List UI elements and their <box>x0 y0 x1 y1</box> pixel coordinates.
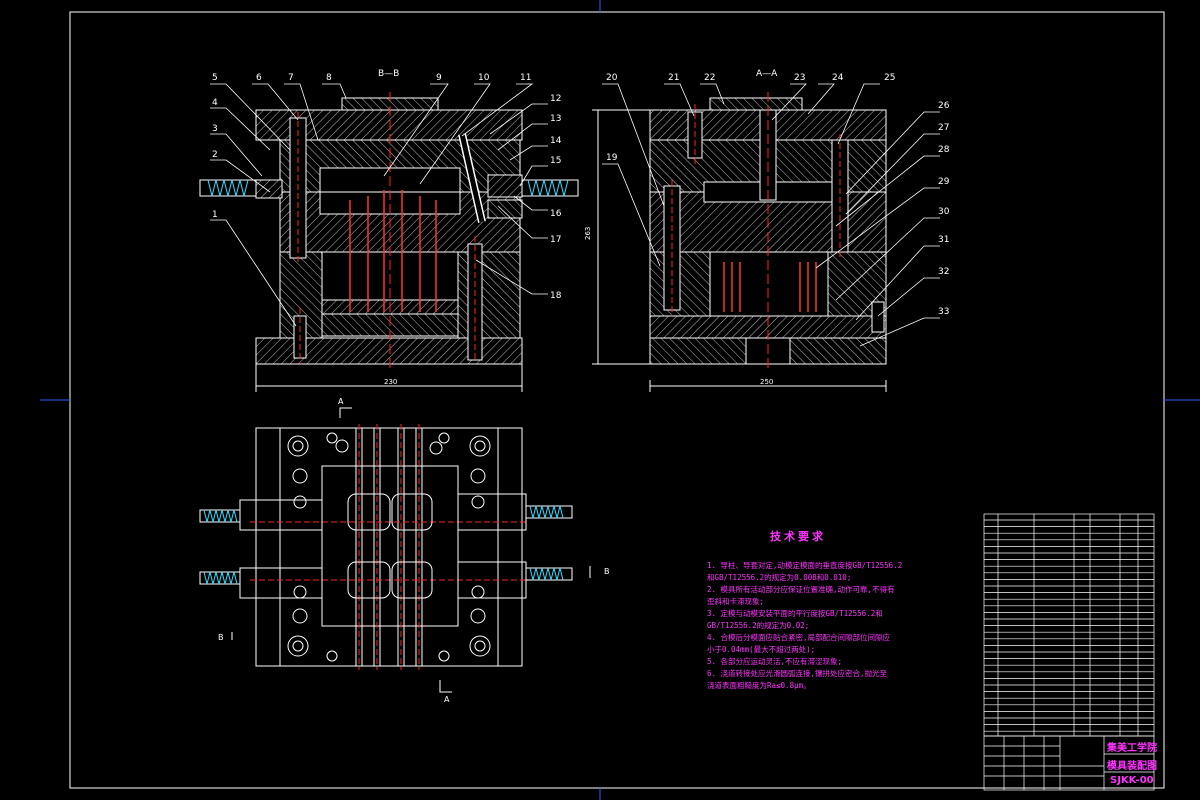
callout-18: 18 <box>550 291 562 301</box>
callout-30: 30 <box>938 207 950 217</box>
section-label-aa: A—A <box>756 69 778 79</box>
callout-23: 23 <box>794 73 805 83</box>
callout-15: 15 <box>550 156 561 166</box>
plan-label-a-bottom: A <box>444 695 450 704</box>
callout-6: 6 <box>256 73 262 83</box>
tech-req-line: 浇道表面粗糙度为Ra≤0.8μm。 <box>707 681 811 690</box>
callout-leaders-right <box>602 83 940 347</box>
callout-numbers: 5 6 7 8 9 10 11 12 13 14 15 16 17 18 4 3… <box>212 69 950 704</box>
plan-label-b-left: B <box>218 633 224 642</box>
callout-14: 14 <box>550 136 562 146</box>
callout-8: 8 <box>326 73 332 83</box>
callout-leaders-left <box>210 83 548 327</box>
callout-9: 9 <box>436 73 442 83</box>
title-block-school: 集美工学院 <box>1107 743 1157 754</box>
tech-req-line: GB/T12556.2的规定为0.02; <box>707 621 810 630</box>
dimension-left-width: 230 <box>384 378 397 386</box>
title-block-drawing-number: SJKK-00 <box>1110 775 1154 786</box>
callout-19: 19 <box>606 153 618 163</box>
section-bb-view <box>199 92 579 392</box>
dimension-right-width: 250 <box>760 378 773 386</box>
callout-2: 2 <box>212 150 218 160</box>
callout-1: 1 <box>212 210 218 220</box>
tech-req-line: 小于0.04mm(最大不超过两处); <box>707 645 816 654</box>
callout-5: 5 <box>212 73 218 83</box>
drawing-frame <box>40 0 1200 800</box>
callout-4: 4 <box>212 98 218 108</box>
callout-10: 10 <box>478 73 490 83</box>
tech-req-line: 3. 定模与动模安装平面的平行度按GB/T12556.2和 <box>707 609 883 618</box>
callout-24: 24 <box>832 73 844 83</box>
callout-21: 21 <box>668 73 679 83</box>
tech-req-line: 歪斜和卡滞现象; <box>707 597 765 606</box>
technical-requirements-list: 1. 导柱、导套对定,动模定模面的垂直度按GB/T12556.2 和GB/T12… <box>707 560 922 692</box>
section-label-bb: B—B <box>378 69 399 79</box>
tech-req-line: 和GB/T12556.2的规定为0.008和0.010; <box>707 573 852 582</box>
callout-16: 16 <box>550 209 562 219</box>
callout-20: 20 <box>606 73 618 83</box>
callout-31: 31 <box>938 235 949 245</box>
tech-req-line: 5. 各部分应运动灵活,不应有滞涩现象; <box>707 657 843 666</box>
callout-27: 27 <box>938 123 949 133</box>
callout-25: 25 <box>884 73 895 83</box>
plan-label-a-top: A <box>338 397 344 406</box>
callout-13: 13 <box>550 114 561 124</box>
plan-view <box>199 407 591 693</box>
parts-list-table <box>983 513 1155 791</box>
callout-28: 28 <box>938 145 950 155</box>
callout-22: 22 <box>704 73 715 83</box>
section-aa-view <box>592 92 887 392</box>
tech-req-line: 2. 模具所有活动部分应保证位置准确,动作可靠,不得有 <box>707 585 895 594</box>
tech-req-line: 4. 合模后分模面应贴合紧密,局部配合间隙部位间隙应 <box>707 633 891 642</box>
callout-32: 32 <box>938 267 949 277</box>
callout-29: 29 <box>938 177 950 187</box>
dimension-right-height: 263 <box>584 227 592 240</box>
callout-12: 12 <box>550 94 561 104</box>
callout-33: 33 <box>938 307 949 317</box>
tech-req-line: 1. 导柱、导套对定,动模定模面的垂直度按GB/T12556.2 <box>707 561 903 570</box>
plan-label-b-right: B <box>604 567 610 576</box>
technical-requirements-title: 技术要求 <box>770 530 826 543</box>
callout-3: 3 <box>212 124 218 134</box>
callout-26: 26 <box>938 101 950 111</box>
callout-11: 11 <box>520 73 531 83</box>
callout-7: 7 <box>288 73 294 83</box>
title-block-drawing-name: 模具装配图 <box>1107 761 1157 772</box>
tech-req-line: 6. 浇道转接处应光滑圆弧连接,镶拼处应密合,抛光至 <box>707 669 888 678</box>
callout-17: 17 <box>550 235 561 245</box>
